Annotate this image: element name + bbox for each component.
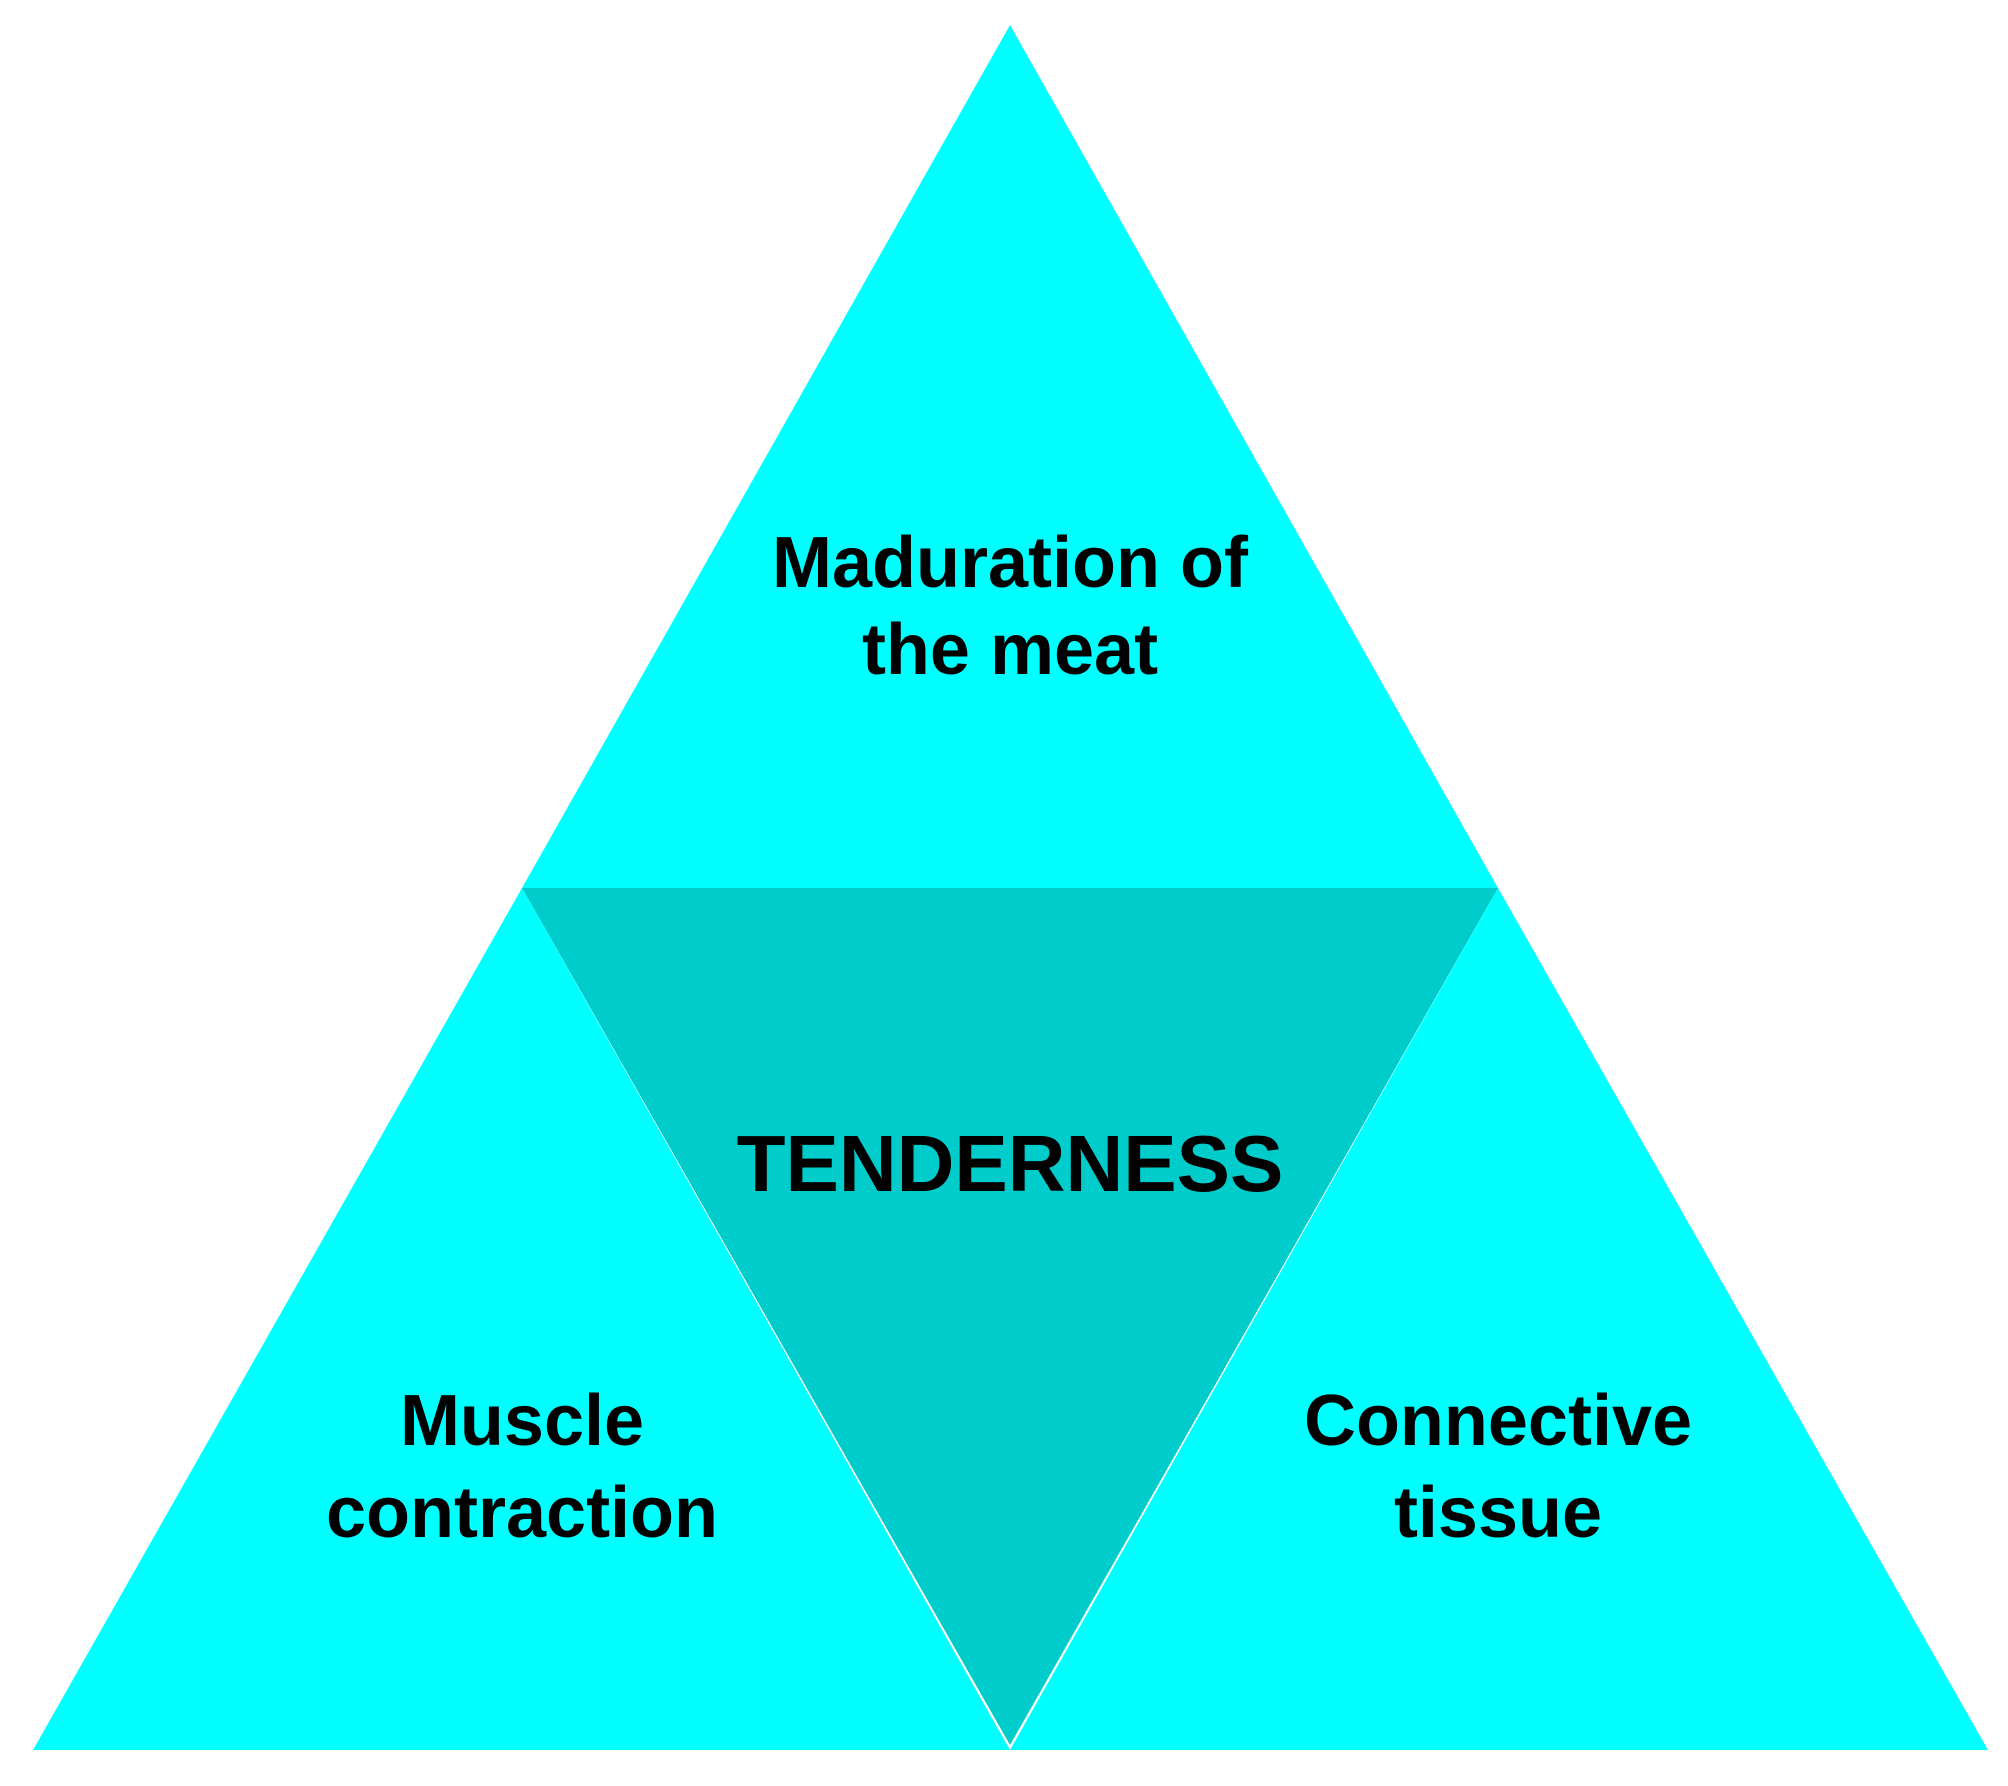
bottom-right-label-line2: tissue [1394,1473,1602,1553]
bottom-left-label-line1: Muscle [400,1381,644,1461]
bottom-left-triangle [33,888,1010,1750]
center-triangle [522,888,1498,1745]
top-triangle [522,25,1498,888]
bottom-right-label-line1: Connective [1304,1381,1692,1461]
bottom-left-label-line2: contraction [326,1473,718,1553]
top-label-line1: Maduration of [772,523,1249,603]
bottom-right-triangle [1010,888,1988,1750]
top-label-line2: the meat [862,610,1158,690]
center-label: TENDERNESS [737,1119,1284,1208]
